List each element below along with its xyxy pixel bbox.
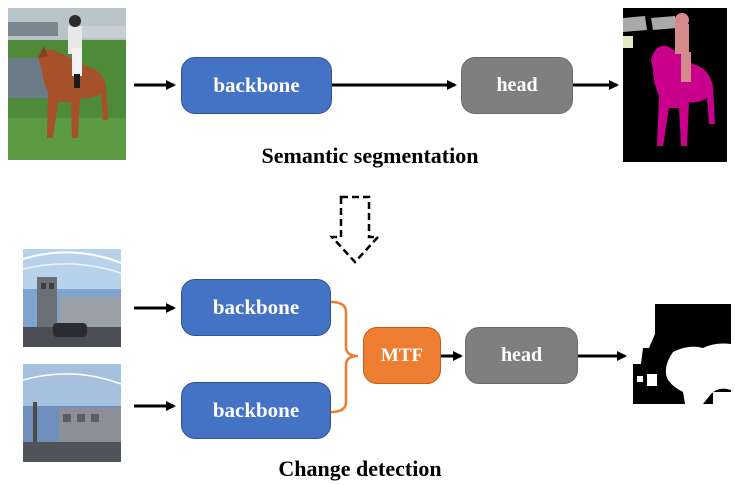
- merge-bracket: [330, 300, 359, 414]
- backbone-block-t0: backbone: [181, 279, 331, 336]
- head-block: head: [461, 57, 573, 114]
- segmentation-mask-output: [623, 8, 727, 162]
- transfer-arrow: [329, 195, 381, 264]
- backbone-block: backbone: [181, 57, 332, 114]
- semantic-segmentation-caption: Semantic segmentation: [261, 143, 479, 168]
- input-image-t0: [23, 249, 121, 347]
- change-mask-output: [633, 304, 731, 404]
- change-detection-caption: Change detection: [278, 456, 442, 481]
- backbone-block-t1: backbone: [181, 382, 331, 439]
- head-block-change: head: [465, 327, 578, 384]
- input-image-horse: [8, 8, 126, 160]
- input-image-t1: [23, 364, 121, 462]
- mtf-block: MTF: [363, 327, 441, 384]
